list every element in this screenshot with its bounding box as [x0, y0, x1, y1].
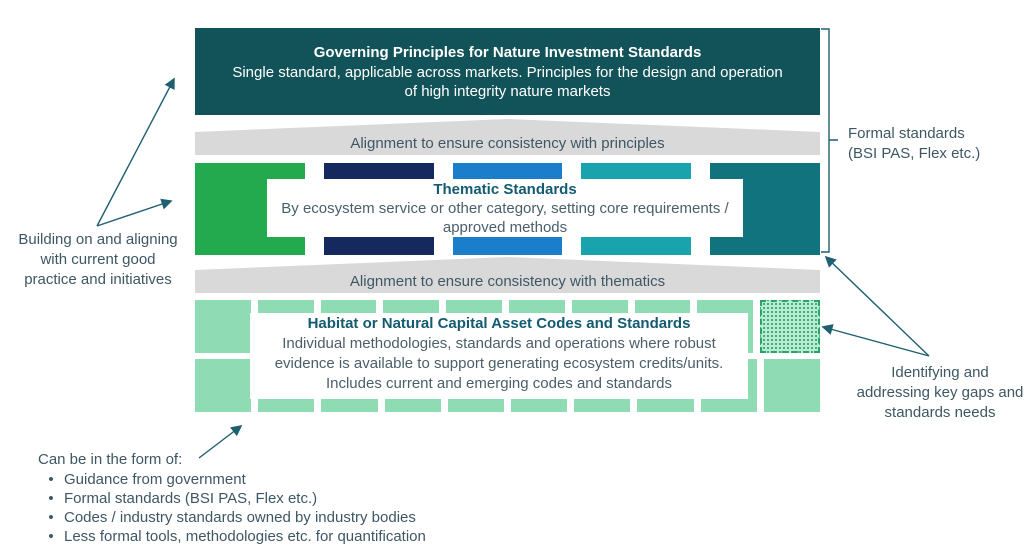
formal-standards-bracket	[821, 28, 838, 253]
alignment-band-thematics: Alignment to ensure consistency with the…	[195, 257, 820, 293]
thematic-standards-label-box: Thematic Standards By ecosystem service …	[267, 179, 743, 237]
arrow-building-to-governing	[96, 77, 175, 227]
footnote-item: • Guidance from government	[38, 470, 468, 489]
habitat-codes-title: Habitat or Natural Capital Asset Codes a…	[307, 315, 691, 332]
footnote-can-be-in-form-of: Can be in the form of: • Guidance from go…	[38, 450, 468, 546]
footnote-item: • Codes / industry standards owned by ind…	[38, 508, 468, 527]
footnote-item-text: Guidance from government	[64, 471, 246, 488]
note-formal-standards: Formal standards (BSI PAS, Flex etc.)	[848, 124, 1018, 164]
bullet-icon: •	[48, 490, 54, 507]
note-formal-standards-line1: Formal standards	[848, 125, 965, 142]
arrow-gaps-to-bracket	[824, 255, 930, 357]
note-formal-standards-line2: (BSI PAS, Flex etc.)	[848, 145, 981, 162]
habitat-gap-cell-dashed	[760, 300, 820, 353]
habitat-cell	[763, 359, 821, 412]
habitat-codes-description: Individual methodologies, standards and …	[274, 335, 724, 392]
footnote-item: • Formal standards (BSI PAS, Flex etc.)	[38, 489, 468, 508]
note-identifying-gaps: Identifying and addressing key gaps and …	[856, 364, 1024, 421]
governing-principles-title: Governing Principles for Nature Investme…	[313, 43, 702, 61]
governing-principles-subtitle: Single standard, applicable across marke…	[232, 63, 783, 100]
note-building-on-good-practice: Building on and aligning with current go…	[18, 231, 178, 288]
habitat-cell	[195, 300, 251, 353]
arrow-gaps-to-dashed-cell	[821, 324, 930, 357]
bullet-icon: •	[48, 509, 54, 526]
bullet-icon: •	[48, 471, 54, 488]
governing-principles-box: Governing Principles for Nature Investme…	[195, 28, 820, 115]
alignment-band-principles: Alignment to ensure consistency with pri…	[195, 119, 820, 155]
footnote-item: • Less formal tools, methodologies etc. f…	[38, 527, 468, 546]
arrow-building-to-thematic	[96, 198, 173, 227]
thematic-standards-description: By ecosystem service or other category, …	[281, 200, 729, 236]
bullet-icon: •	[48, 528, 54, 545]
habitat-codes-label-box: Habitat or Natural Capital Asset Codes a…	[250, 313, 748, 399]
habitat-cell	[195, 359, 252, 412]
footnote-item-text: Codes / industry standards owned by indu…	[64, 509, 416, 526]
alignment-band-principles-label: Alignment to ensure consistency with pri…	[350, 135, 665, 152]
footnote-item-text: Formal standards (BSI PAS, Flex etc.)	[64, 490, 318, 507]
footnote-list: • Guidance from government • Formal standa…	[38, 470, 468, 546]
footnote-item-text: Less formal tools, methodologies etc. fo…	[64, 528, 426, 545]
thematic-standards-title: Thematic Standards	[433, 181, 577, 198]
alignment-band-thematics-label: Alignment to ensure consistency with the…	[349, 273, 666, 290]
footnote-title: Can be in the form of:	[38, 451, 183, 468]
